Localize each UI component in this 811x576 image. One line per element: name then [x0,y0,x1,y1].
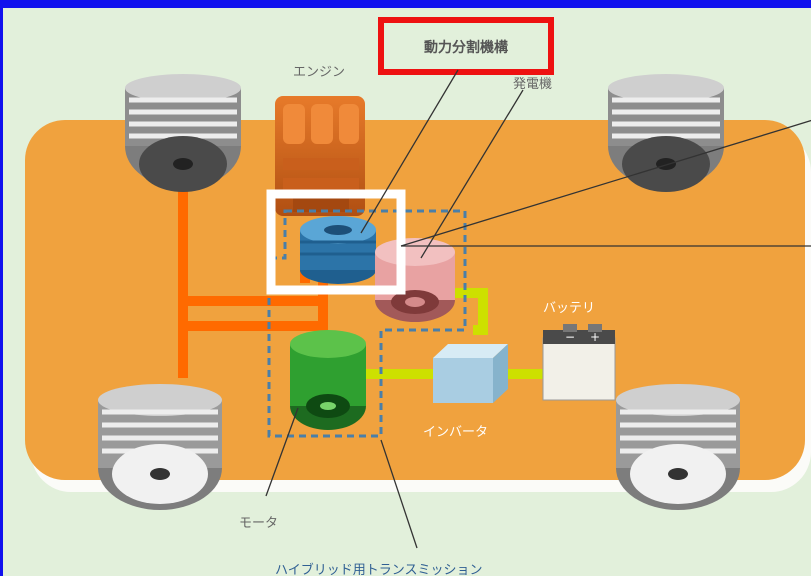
label-inverter: インバータ [423,425,488,440]
power-split-unit [300,216,376,284]
leader-lines [265,69,811,549]
wheel-rear-left [98,384,222,510]
label-transmission: ハイブリッド用トランスミッション [275,562,482,576]
minus-icon: − [565,330,575,344]
wheel-rear-right [616,384,740,510]
white-highlight-box [266,189,406,295]
generator [375,238,455,322]
wheel-front-right [608,74,724,192]
red-highlight-box [378,17,554,75]
battery: − + [542,324,616,401]
electric-lines [363,288,548,379]
plus-icon: + [590,330,600,344]
label-battery: バッテリ [543,301,595,316]
motor [290,330,366,430]
wheel-front-left [125,74,241,192]
inverter [433,344,508,403]
engine-block [275,96,365,216]
label-generator: 発電機 [513,77,552,92]
transmission-dashed-outline [267,209,467,438]
label-motor: モータ [239,516,278,531]
hybrid-system-diagram: − + 動力分割機構 エンジン 発電機 バッテリ インバータ モータ ハイブリッ… [25,17,811,576]
label-power-split: 動力分割機構 [424,39,508,56]
label-engine: エンジン [293,65,345,80]
